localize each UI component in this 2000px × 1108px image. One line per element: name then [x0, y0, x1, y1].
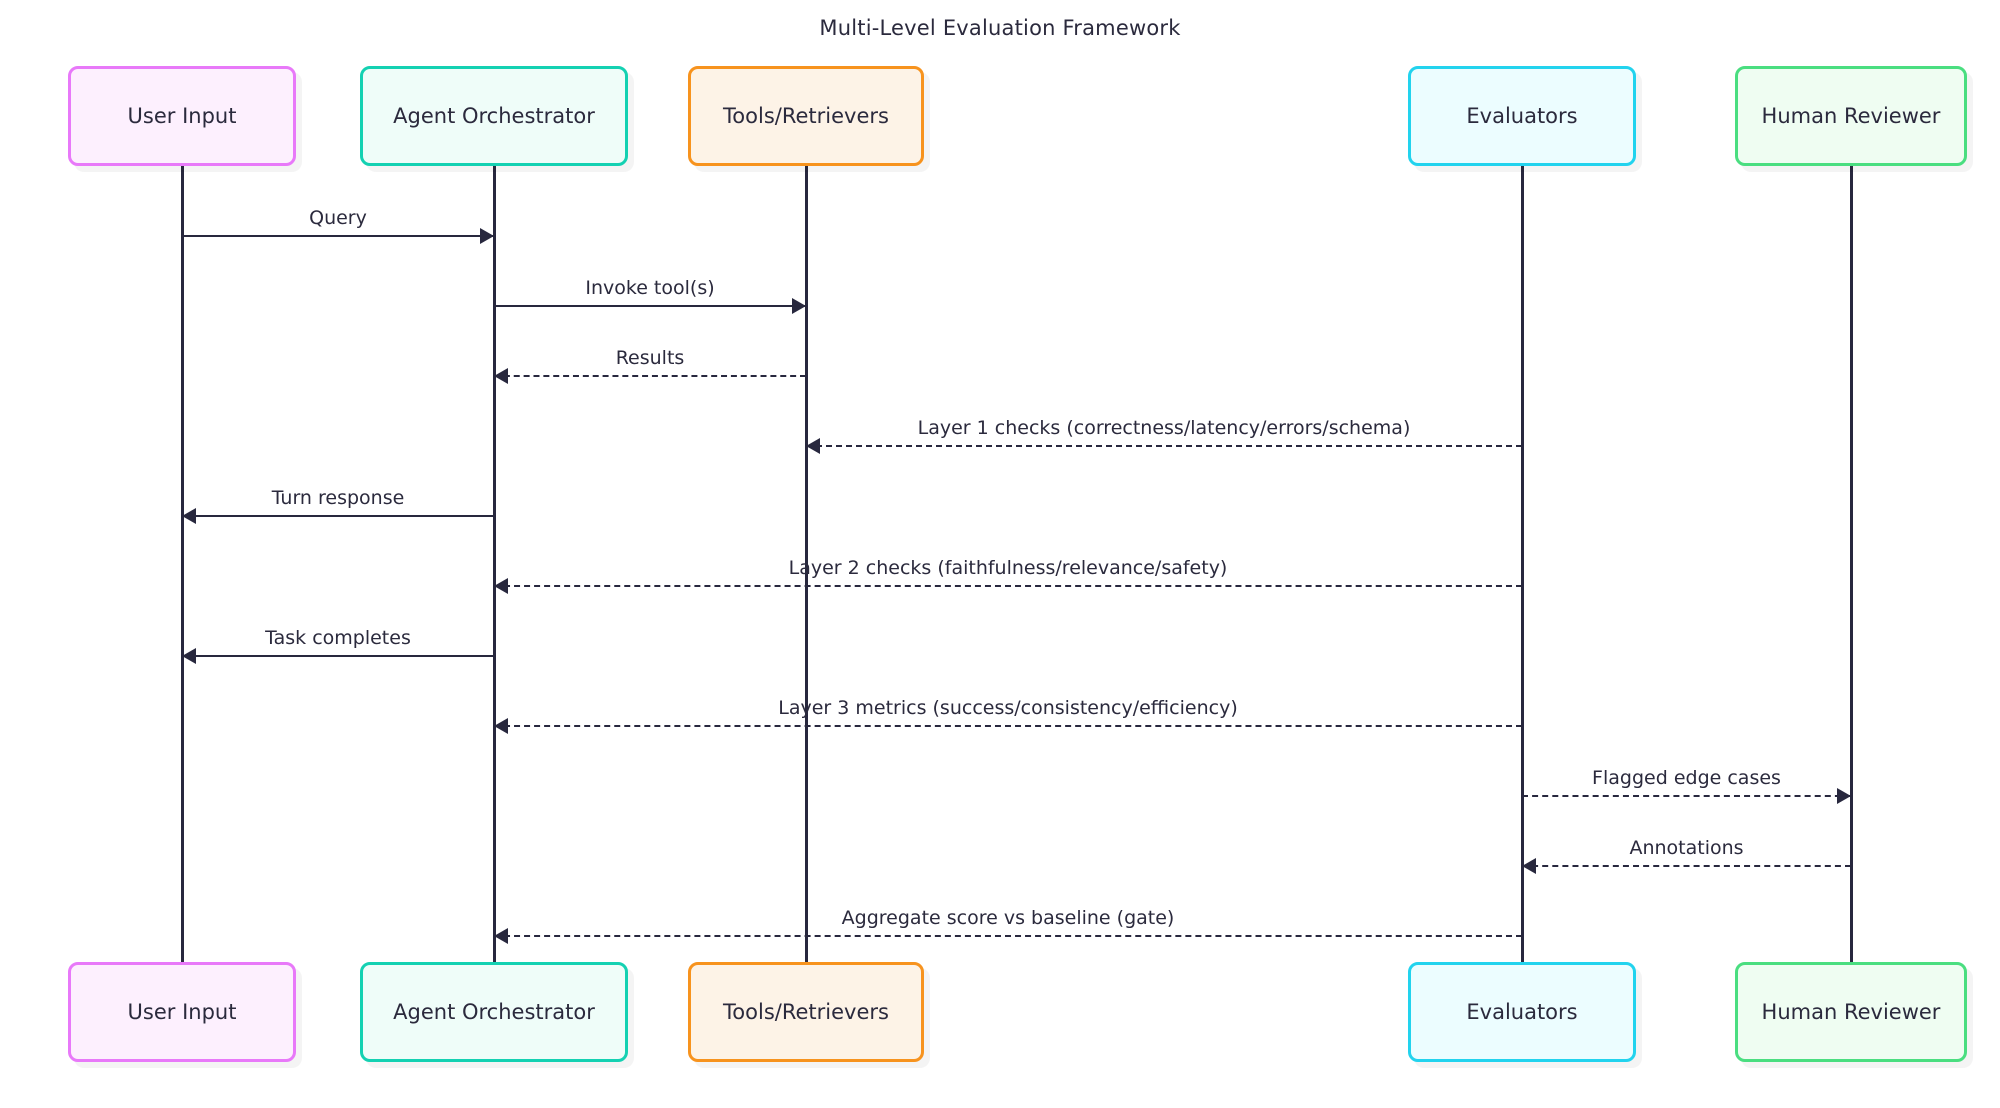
participant-label: User Input	[127, 104, 237, 128]
arrowhead-right	[792, 298, 806, 314]
message-line	[1522, 795, 1851, 797]
lifeline-agent-orchestrator	[492, 166, 496, 962]
participant-evaluators-top[interactable]: Evaluators	[1408, 66, 1636, 166]
message-label-flagged-edge-cases: Flagged edge cases	[1592, 767, 1781, 789]
participant-label: Human Reviewer	[1761, 1000, 1941, 1024]
participant-label: Tools/Retrievers	[723, 104, 889, 128]
arrowhead-left	[182, 648, 196, 664]
participant-evaluators-bottom[interactable]: Evaluators	[1408, 962, 1636, 1062]
participant-human-reviewer-top[interactable]: Human Reviewer	[1735, 66, 1967, 166]
message-line	[494, 375, 806, 377]
message-line	[494, 935, 1522, 937]
participant-tools-retrievers-top[interactable]: Tools/Retrievers	[688, 66, 924, 166]
message-label-layer-1-checks: Layer 1 checks (correctness/latency/erro…	[917, 417, 1411, 439]
participant-user-input-top[interactable]: User Input	[68, 66, 296, 166]
arrowhead-left	[494, 928, 508, 944]
participant-agent-orchestrator-bottom[interactable]: Agent Orchestrator	[360, 962, 628, 1062]
message-line	[182, 655, 494, 657]
arrowhead-left	[494, 368, 508, 384]
participant-tools-retrievers-bottom[interactable]: Tools/Retrievers	[688, 962, 924, 1062]
diagram-title: Multi-Level Evaluation Framework	[819, 16, 1181, 40]
message-label-aggregate-score: Aggregate score vs baseline (gate)	[841, 907, 1175, 929]
arrowhead-left	[1522, 858, 1536, 874]
participant-agent-orchestrator-top[interactable]: Agent Orchestrator	[360, 66, 628, 166]
participant-label: Human Reviewer	[1761, 104, 1941, 128]
message-label-layer-3-metrics: Layer 3 metrics (success/consistency/eff…	[778, 697, 1238, 719]
arrowhead-right	[1837, 788, 1851, 804]
participant-label: Agent Orchestrator	[393, 1000, 595, 1024]
message-line	[182, 515, 494, 517]
arrowhead-left	[494, 718, 508, 734]
message-label-turn-response: Turn response	[271, 487, 405, 509]
participant-label: Agent Orchestrator	[393, 104, 595, 128]
message-line	[1522, 865, 1851, 867]
arrowhead-right	[480, 228, 494, 244]
message-line	[182, 235, 494, 237]
message-label-results: Results	[615, 347, 685, 369]
arrowhead-left	[182, 508, 196, 524]
participant-human-reviewer-bottom[interactable]: Human Reviewer	[1735, 962, 1967, 1062]
lifeline-tools-retrievers	[804, 166, 808, 962]
lifeline-evaluators	[1520, 166, 1524, 962]
participant-label: Evaluators	[1466, 104, 1578, 128]
message-line	[806, 445, 1522, 447]
arrowhead-left	[806, 438, 820, 454]
participant-label: User Input	[127, 1000, 237, 1024]
participant-label: Tools/Retrievers	[723, 1000, 889, 1024]
lifeline-user-input	[180, 166, 184, 962]
message-line	[494, 725, 1522, 727]
message-label-annotations: Annotations	[1629, 837, 1744, 859]
message-line	[494, 305, 806, 307]
message-line	[494, 585, 1522, 587]
message-label-invoke-tools: Invoke tool(s)	[585, 277, 715, 299]
lifeline-human-reviewer	[1849, 166, 1853, 962]
participant-user-input-bottom[interactable]: User Input	[68, 962, 296, 1062]
arrowhead-left	[494, 578, 508, 594]
message-label-query: Query	[309, 207, 367, 229]
participant-label: Evaluators	[1466, 1000, 1578, 1024]
message-label-task-completes: Task completes	[265, 627, 411, 649]
message-label-layer-2-checks: Layer 2 checks (faithfulness/relevance/s…	[788, 557, 1228, 579]
